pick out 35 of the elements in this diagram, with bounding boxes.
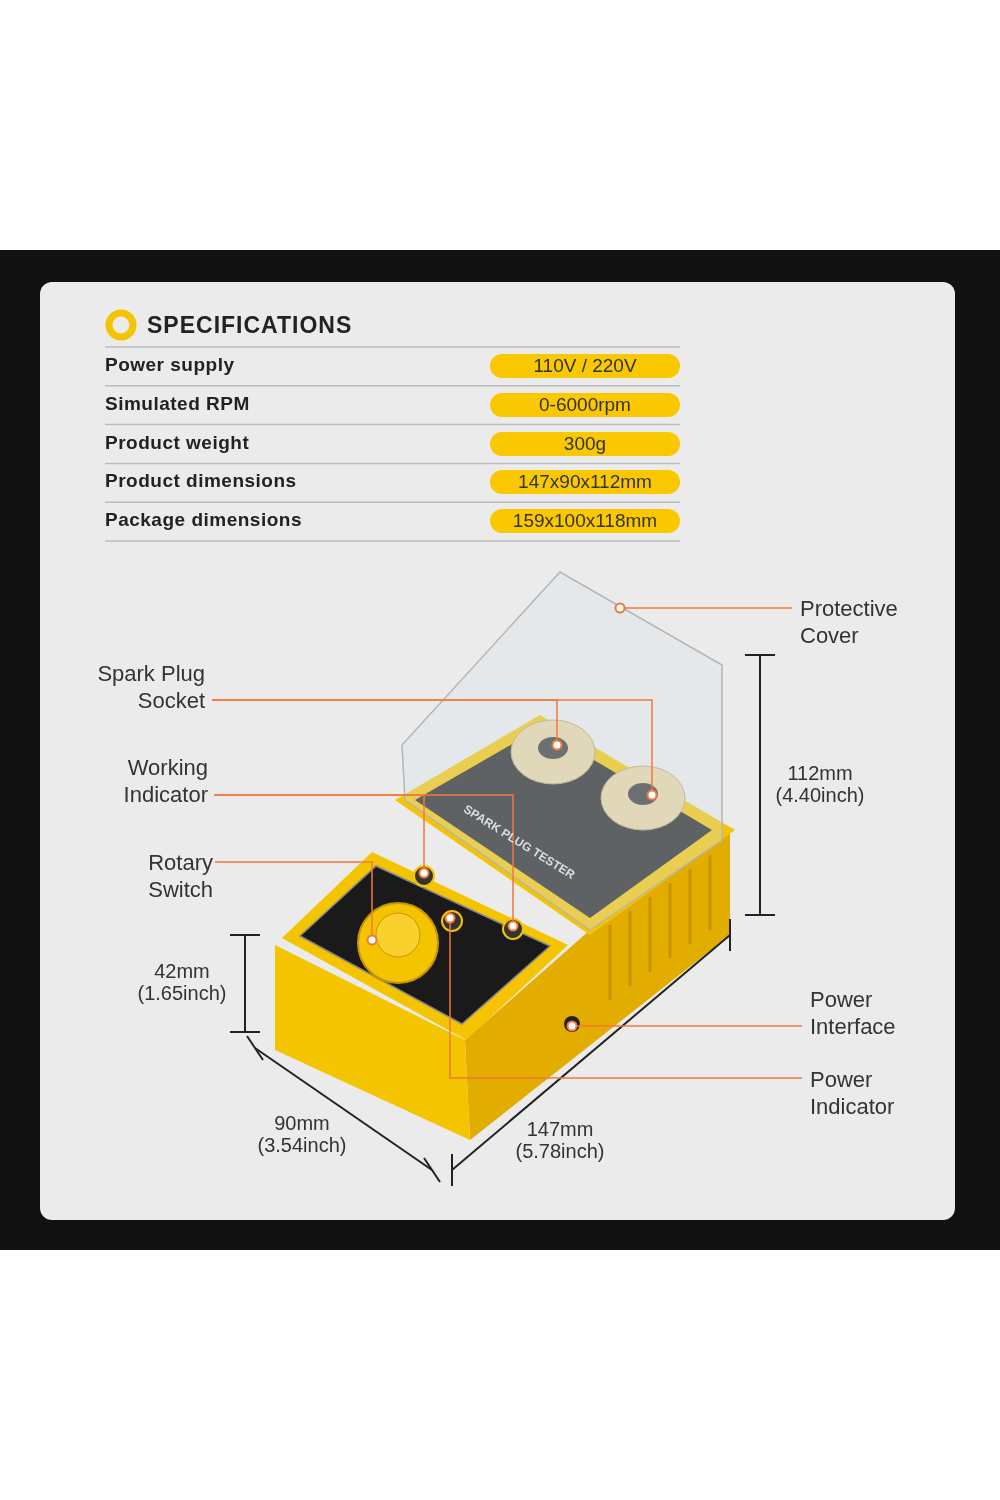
leader-line bbox=[213, 794, 514, 923]
part-label: Protective Cover bbox=[800, 595, 930, 649]
part-label: Power Indicator bbox=[810, 1066, 940, 1120]
leader-point bbox=[366, 934, 378, 946]
dimension-label: 147mm (5.78inch) bbox=[514, 1118, 606, 1162]
dimension-label: 42mm (1.65inch) bbox=[136, 960, 228, 1004]
leader-point bbox=[646, 789, 658, 801]
spec-name: Product dimensions bbox=[105, 470, 297, 493]
part-label: Rotary Switch bbox=[83, 849, 213, 903]
spec-value: 110V / 220V bbox=[490, 354, 680, 378]
part-label: Power Interface bbox=[810, 986, 940, 1040]
spec-value: 159x100x118mm bbox=[490, 509, 680, 534]
spec-value: 0-6000rpm bbox=[490, 392, 680, 417]
spec-value: 147x90x112mm bbox=[490, 470, 680, 495]
leader-point bbox=[566, 1020, 578, 1032]
leader-line bbox=[449, 921, 803, 1079]
leader-point bbox=[418, 867, 430, 879]
leader-point bbox=[444, 912, 456, 924]
spec-name: Product weight bbox=[105, 431, 250, 454]
leader-line bbox=[214, 861, 373, 937]
leader-line bbox=[623, 607, 793, 609]
leader-point bbox=[551, 739, 563, 751]
leader-line bbox=[575, 1025, 803, 1027]
spec-name: Power supply bbox=[105, 354, 235, 376]
part-label: Working Indicator bbox=[78, 754, 208, 808]
spec-name: Simulated RPM bbox=[105, 392, 250, 415]
spec-value: 300g bbox=[490, 431, 680, 456]
title: SPECIFICATIONS bbox=[147, 312, 353, 339]
leader-point bbox=[614, 602, 626, 614]
leader-point bbox=[507, 920, 519, 932]
part-label: Spark Plug Socket bbox=[75, 660, 205, 714]
leader-line bbox=[211, 699, 653, 792]
spec-name: Package dimensions bbox=[105, 509, 302, 532]
dimension-label: 90mm (3.54inch) bbox=[256, 1112, 348, 1156]
dimension-label: 112mm (4.40inch) bbox=[774, 762, 866, 806]
